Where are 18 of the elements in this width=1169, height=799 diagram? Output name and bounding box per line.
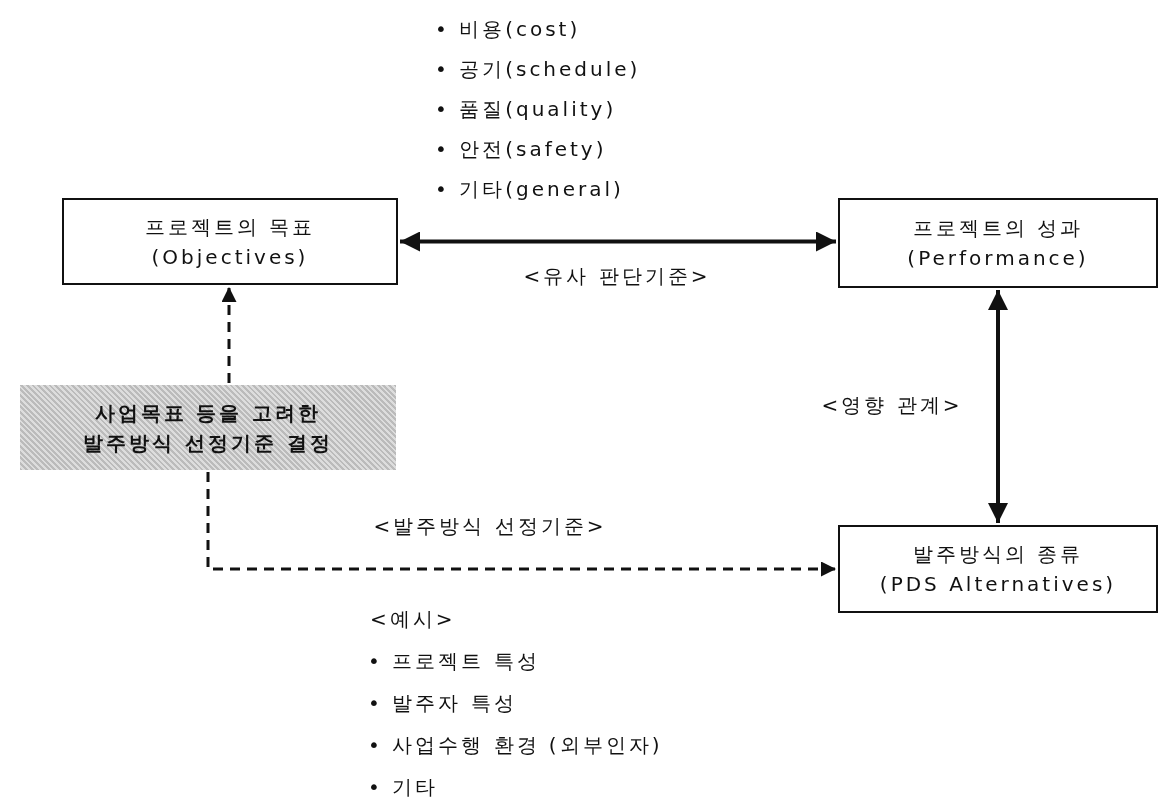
objective-box: 프로젝트의 목표 (Objectives) (62, 198, 398, 285)
list-item: • 발주자 특성 (368, 690, 517, 717)
list-item: • 기타(general) (435, 176, 624, 203)
list-item: • 프로젝트 특성 (368, 648, 540, 675)
arrow (988, 290, 1008, 523)
list-heading: <예시> (370, 606, 456, 633)
criteria-band: 사업목표 등을 고려한 발주방식 선정기준 결정 (20, 385, 396, 470)
list-item: • 공기(schedule) (435, 56, 641, 83)
list-item: • 비용(cost) (435, 16, 581, 43)
performance-box: 프로젝트의 성과 (Performance) (838, 198, 1158, 288)
arrow (400, 231, 836, 252)
dashed-arrow (221, 287, 237, 383)
list-item: • 사업수행 환경 (외부인자) (368, 732, 663, 759)
list-item: • 품질(quality) (435, 96, 617, 123)
dashed-arrow (206, 472, 836, 577)
list-item: • 기타 (368, 774, 439, 799)
list-item: • 안전(safety) (435, 136, 607, 163)
alternatives-box: 발주방식의 종류 (PDS Alternatives) (838, 525, 1158, 613)
